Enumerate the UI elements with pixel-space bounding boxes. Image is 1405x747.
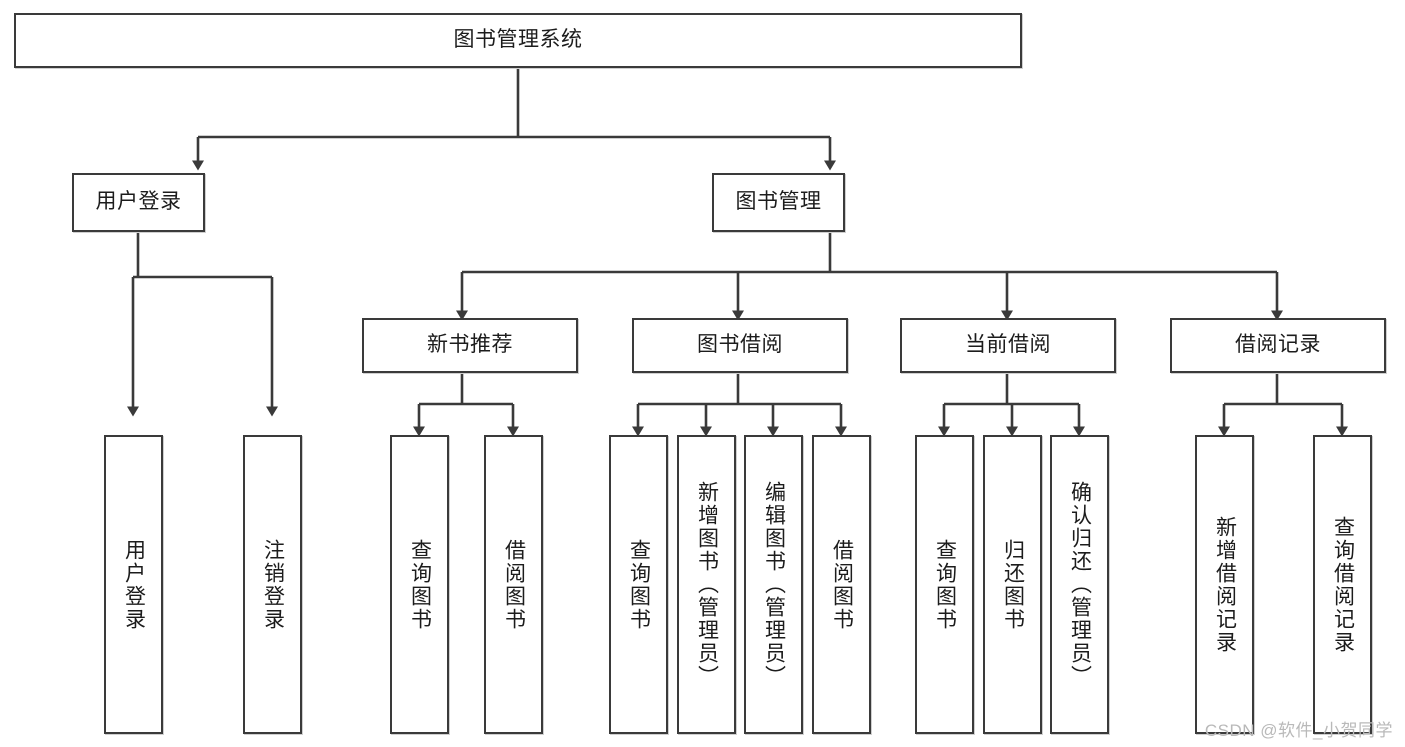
node-label: 归还图书: [1001, 538, 1025, 631]
leaf-borrow-add-book-admin[interactable]: 新增图书（管理员）: [677, 435, 736, 734]
node-label: 图书管理: [735, 190, 822, 214]
leaf-records-query-record[interactable]: 查询借阅记录: [1313, 435, 1372, 734]
node-label: 查询图书: [627, 538, 651, 631]
node-label: 当前借阅: [965, 333, 1051, 357]
node-label: 编辑图书（管理员）: [762, 481, 786, 688]
node-borrow-records[interactable]: 借阅记录: [1170, 318, 1386, 373]
node-current-borrow[interactable]: 当前借阅: [900, 318, 1116, 373]
leaf-records-add-record[interactable]: 新增借阅记录: [1195, 435, 1254, 734]
node-label: 新增借阅记录: [1213, 515, 1237, 654]
leaf-new-book-borrow[interactable]: 借阅图书: [484, 435, 543, 734]
node-label: 借阅记录: [1235, 333, 1321, 357]
node-new-book-recommend[interactable]: 新书推荐: [362, 318, 578, 373]
node-label: 用户登录: [122, 538, 146, 631]
node-label: 确认归还（管理员）: [1068, 481, 1092, 688]
leaf-user-login-signout[interactable]: 注销登录: [243, 435, 302, 734]
node-label: 借阅图书: [502, 538, 526, 631]
leaf-current-return-book[interactable]: 归还图书: [983, 435, 1042, 734]
node-label: 用户登录: [95, 190, 182, 214]
leaf-current-confirm-return-admin[interactable]: 确认归还（管理员）: [1050, 435, 1109, 734]
leaf-user-login-signin[interactable]: 用户登录: [104, 435, 163, 734]
node-label: 注销登录: [261, 538, 285, 631]
leaf-new-book-query[interactable]: 查询图书: [390, 435, 449, 734]
node-label: 图书借阅: [697, 333, 783, 357]
node-label: 查询借阅记录: [1331, 515, 1355, 654]
node-label: 查询图书: [933, 538, 957, 631]
node-label: 新书推荐: [427, 333, 513, 357]
watermark-text: CSDN @软件_小贺同学: [1204, 721, 1393, 740]
node-label: 借阅图书: [830, 538, 854, 631]
leaf-borrow-query-book[interactable]: 查询图书: [609, 435, 668, 734]
node-label: 新增图书（管理员）: [695, 481, 719, 688]
node-book-borrow[interactable]: 图书借阅: [632, 318, 848, 373]
node-label: 查询图书: [408, 538, 432, 631]
node-book-management-system[interactable]: 图书管理系统: [14, 13, 1022, 68]
leaf-current-query-book[interactable]: 查询图书: [915, 435, 974, 734]
leaf-borrow-edit-book-admin[interactable]: 编辑图书（管理员）: [744, 435, 803, 734]
leaf-borrow-borrow-book[interactable]: 借阅图书: [812, 435, 871, 734]
node-label: 图书管理系统: [453, 28, 583, 52]
node-book-management[interactable]: 图书管理: [712, 173, 845, 232]
node-user-login[interactable]: 用户登录: [72, 173, 205, 232]
